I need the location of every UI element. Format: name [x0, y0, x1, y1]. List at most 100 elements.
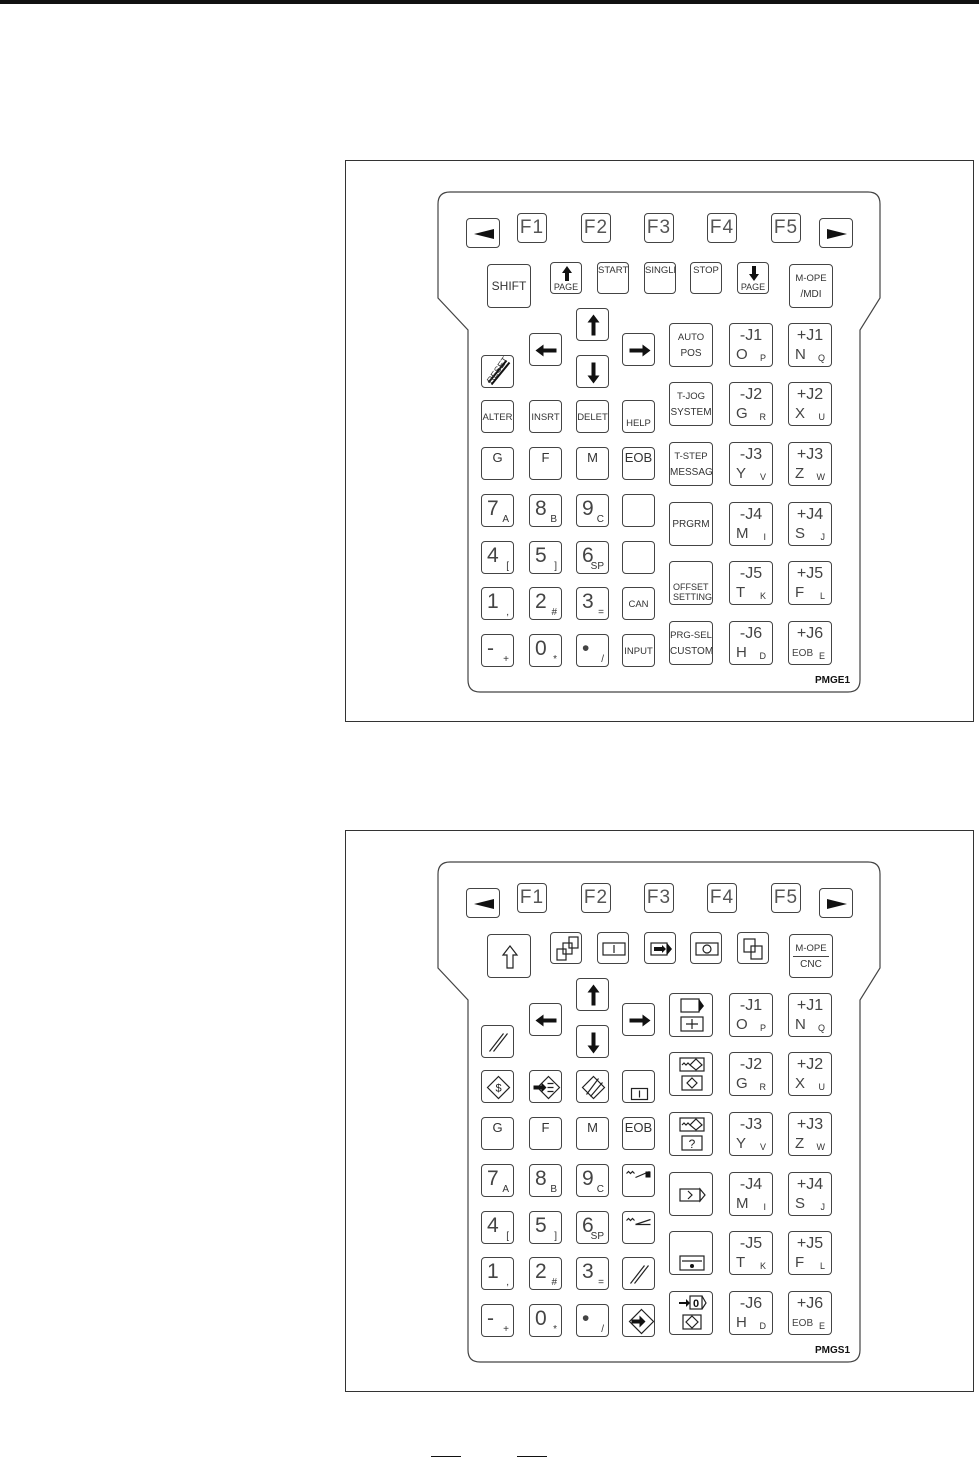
key-minus[interactable]: -+ [481, 1304, 514, 1337]
left-soft-key[interactable] [466, 888, 500, 918]
key-0[interactable]: 0* [529, 1304, 562, 1337]
key-4[interactable]: 4[ [481, 541, 514, 574]
key-2[interactable]: 2# [529, 587, 562, 620]
single-key[interactable]: SINGLE [644, 262, 676, 294]
cursor-up-key[interactable] [576, 978, 609, 1011]
left-soft-key[interactable] [466, 218, 500, 248]
alter-key[interactable]: $ [481, 1070, 514, 1103]
key-5[interactable]: 5] [529, 1211, 562, 1244]
key-minus[interactable]: -+ [481, 634, 514, 667]
right-soft-key[interactable] [819, 218, 853, 248]
key-0[interactable]: 0* [529, 634, 562, 667]
input-key[interactable] [622, 1304, 655, 1337]
input-key[interactable]: INPUT [622, 634, 655, 667]
f3-key[interactable]: F3 [644, 213, 674, 243]
prgrm-key[interactable]: PRGRM [669, 502, 713, 546]
key-dot[interactable]: •/ [576, 1304, 609, 1337]
insert-key[interactable]: INSRT [529, 400, 562, 433]
f5-key[interactable]: F5 [771, 213, 801, 243]
prgrm-key[interactable] [669, 1172, 713, 1216]
key-3[interactable]: 3= [576, 1257, 609, 1290]
page-key[interactable] [550, 932, 582, 964]
g-key[interactable]: G [481, 447, 514, 480]
blank-key-2[interactable] [622, 541, 655, 574]
help-key[interactable]: HELP [622, 400, 655, 433]
f1-key[interactable]: F1 [517, 213, 547, 243]
single-key[interactable] [644, 932, 676, 964]
insert-key[interactable] [529, 1070, 562, 1103]
key-2[interactable]: 2# [529, 1257, 562, 1290]
cursor-down-key[interactable] [576, 355, 609, 388]
page-down-key[interactable]: PAGE [737, 262, 769, 294]
t-step-message-key[interactable]: T-STEPMESSAGE [669, 442, 713, 486]
alter-key[interactable]: ALTER [481, 400, 514, 433]
f4-key[interactable]: F4 [707, 883, 737, 913]
can-key[interactable]: CAN [622, 587, 655, 620]
f5-key[interactable]: F5 [771, 883, 801, 913]
m-ope-key[interactable]: M-OPE/MDI [789, 264, 833, 308]
delete-key[interactable]: DELET [576, 400, 609, 433]
help-key[interactable] [622, 1070, 655, 1103]
f1-key[interactable]: F1 [517, 883, 547, 913]
cursor-right-key[interactable] [622, 333, 655, 366]
t-jog-system-key[interactable] [669, 1052, 713, 1096]
reset-key[interactable]: RESET [481, 355, 514, 388]
m-key[interactable]: M [576, 1117, 609, 1150]
shift-key[interactable] [487, 934, 531, 978]
t-step-message-key[interactable]: ? [669, 1112, 713, 1156]
auto-pos-key[interactable] [669, 993, 713, 1037]
stop-key[interactable]: STOP [690, 262, 722, 294]
m-key[interactable]: M [576, 447, 609, 480]
f-key[interactable]: F [529, 447, 562, 480]
prg-sel-custom-key[interactable]: 0 [669, 1291, 713, 1335]
wave-ramp-key[interactable] [622, 1164, 655, 1197]
f4-key[interactable]: F4 [707, 213, 737, 243]
f2-key[interactable]: F2 [581, 883, 611, 913]
cursor-left-key[interactable] [529, 333, 562, 366]
right-soft-key[interactable] [819, 888, 853, 918]
copy-key[interactable] [737, 932, 769, 964]
key-dot[interactable]: •/ [576, 634, 609, 667]
key-1[interactable]: 1, [481, 1257, 514, 1290]
delete-key[interactable] [576, 1070, 609, 1103]
wave-slope-key[interactable] [622, 1211, 655, 1244]
start-key[interactable] [597, 932, 629, 964]
g-key[interactable]: G [481, 1117, 514, 1150]
shift-key[interactable]: SHIFT [487, 264, 531, 308]
key-5[interactable]: 5] [529, 541, 562, 574]
eob-key[interactable]: EOB [622, 1117, 655, 1150]
cursor-up-key[interactable] [576, 308, 609, 341]
f2-key[interactable]: F2 [581, 213, 611, 243]
